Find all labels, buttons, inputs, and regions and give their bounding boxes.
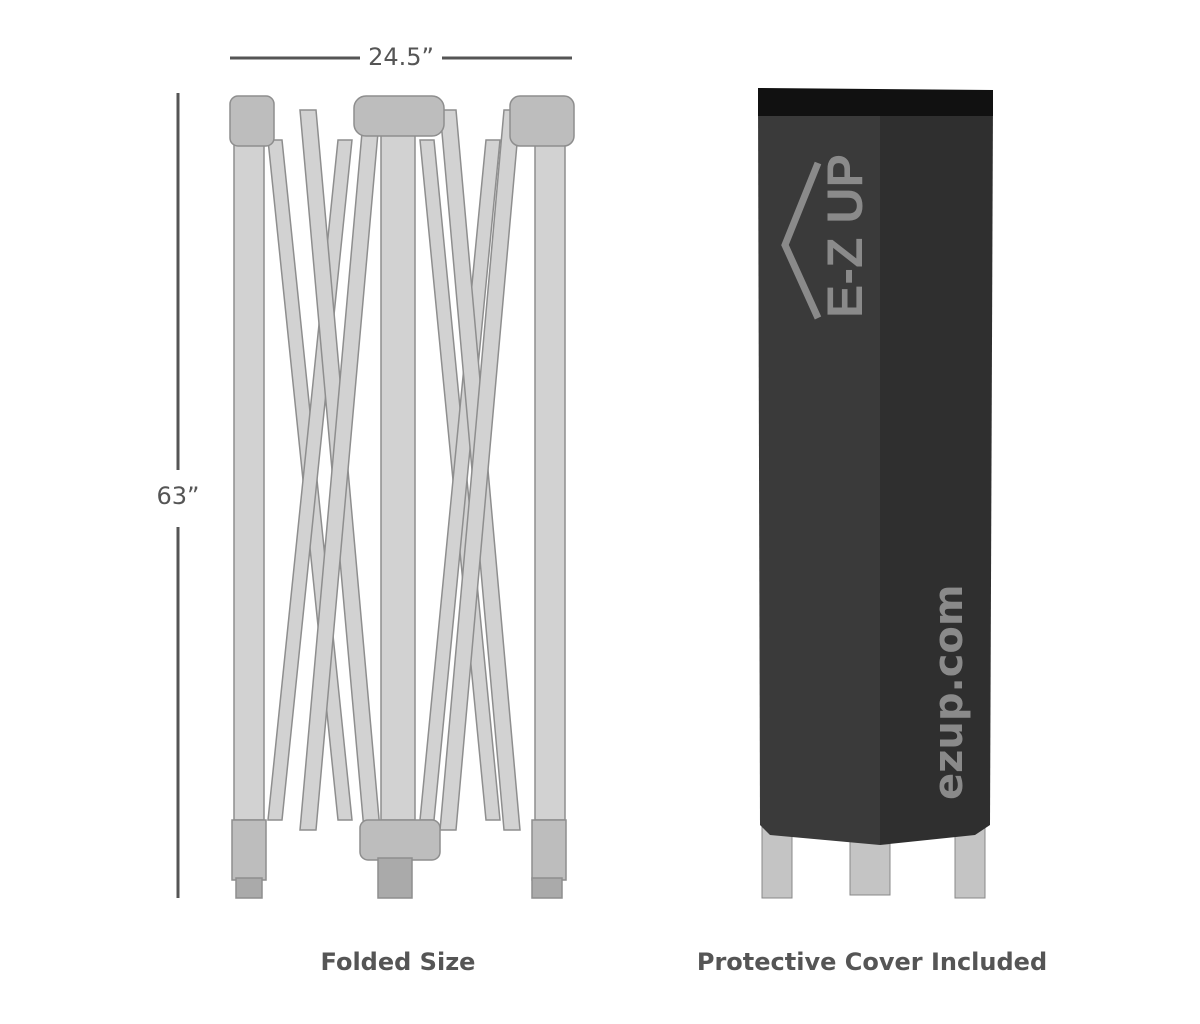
- width-label: 24.5”: [360, 43, 442, 71]
- website-text: ezup.com: [926, 584, 972, 800]
- logo-text: E-Z UP: [817, 154, 873, 318]
- cover-caption: Protective Cover Included: [696, 948, 1048, 976]
- folded-size-caption: Folded Size: [320, 948, 476, 976]
- cross-braces: [267, 109, 521, 831]
- protective-cover: E-Z UP ezup.com: [758, 88, 993, 899]
- folded-frame: [229, 95, 575, 899]
- height-label: 63”: [148, 482, 208, 510]
- frame-legs: [229, 95, 575, 899]
- ezup-logo: [781, 161, 822, 320]
